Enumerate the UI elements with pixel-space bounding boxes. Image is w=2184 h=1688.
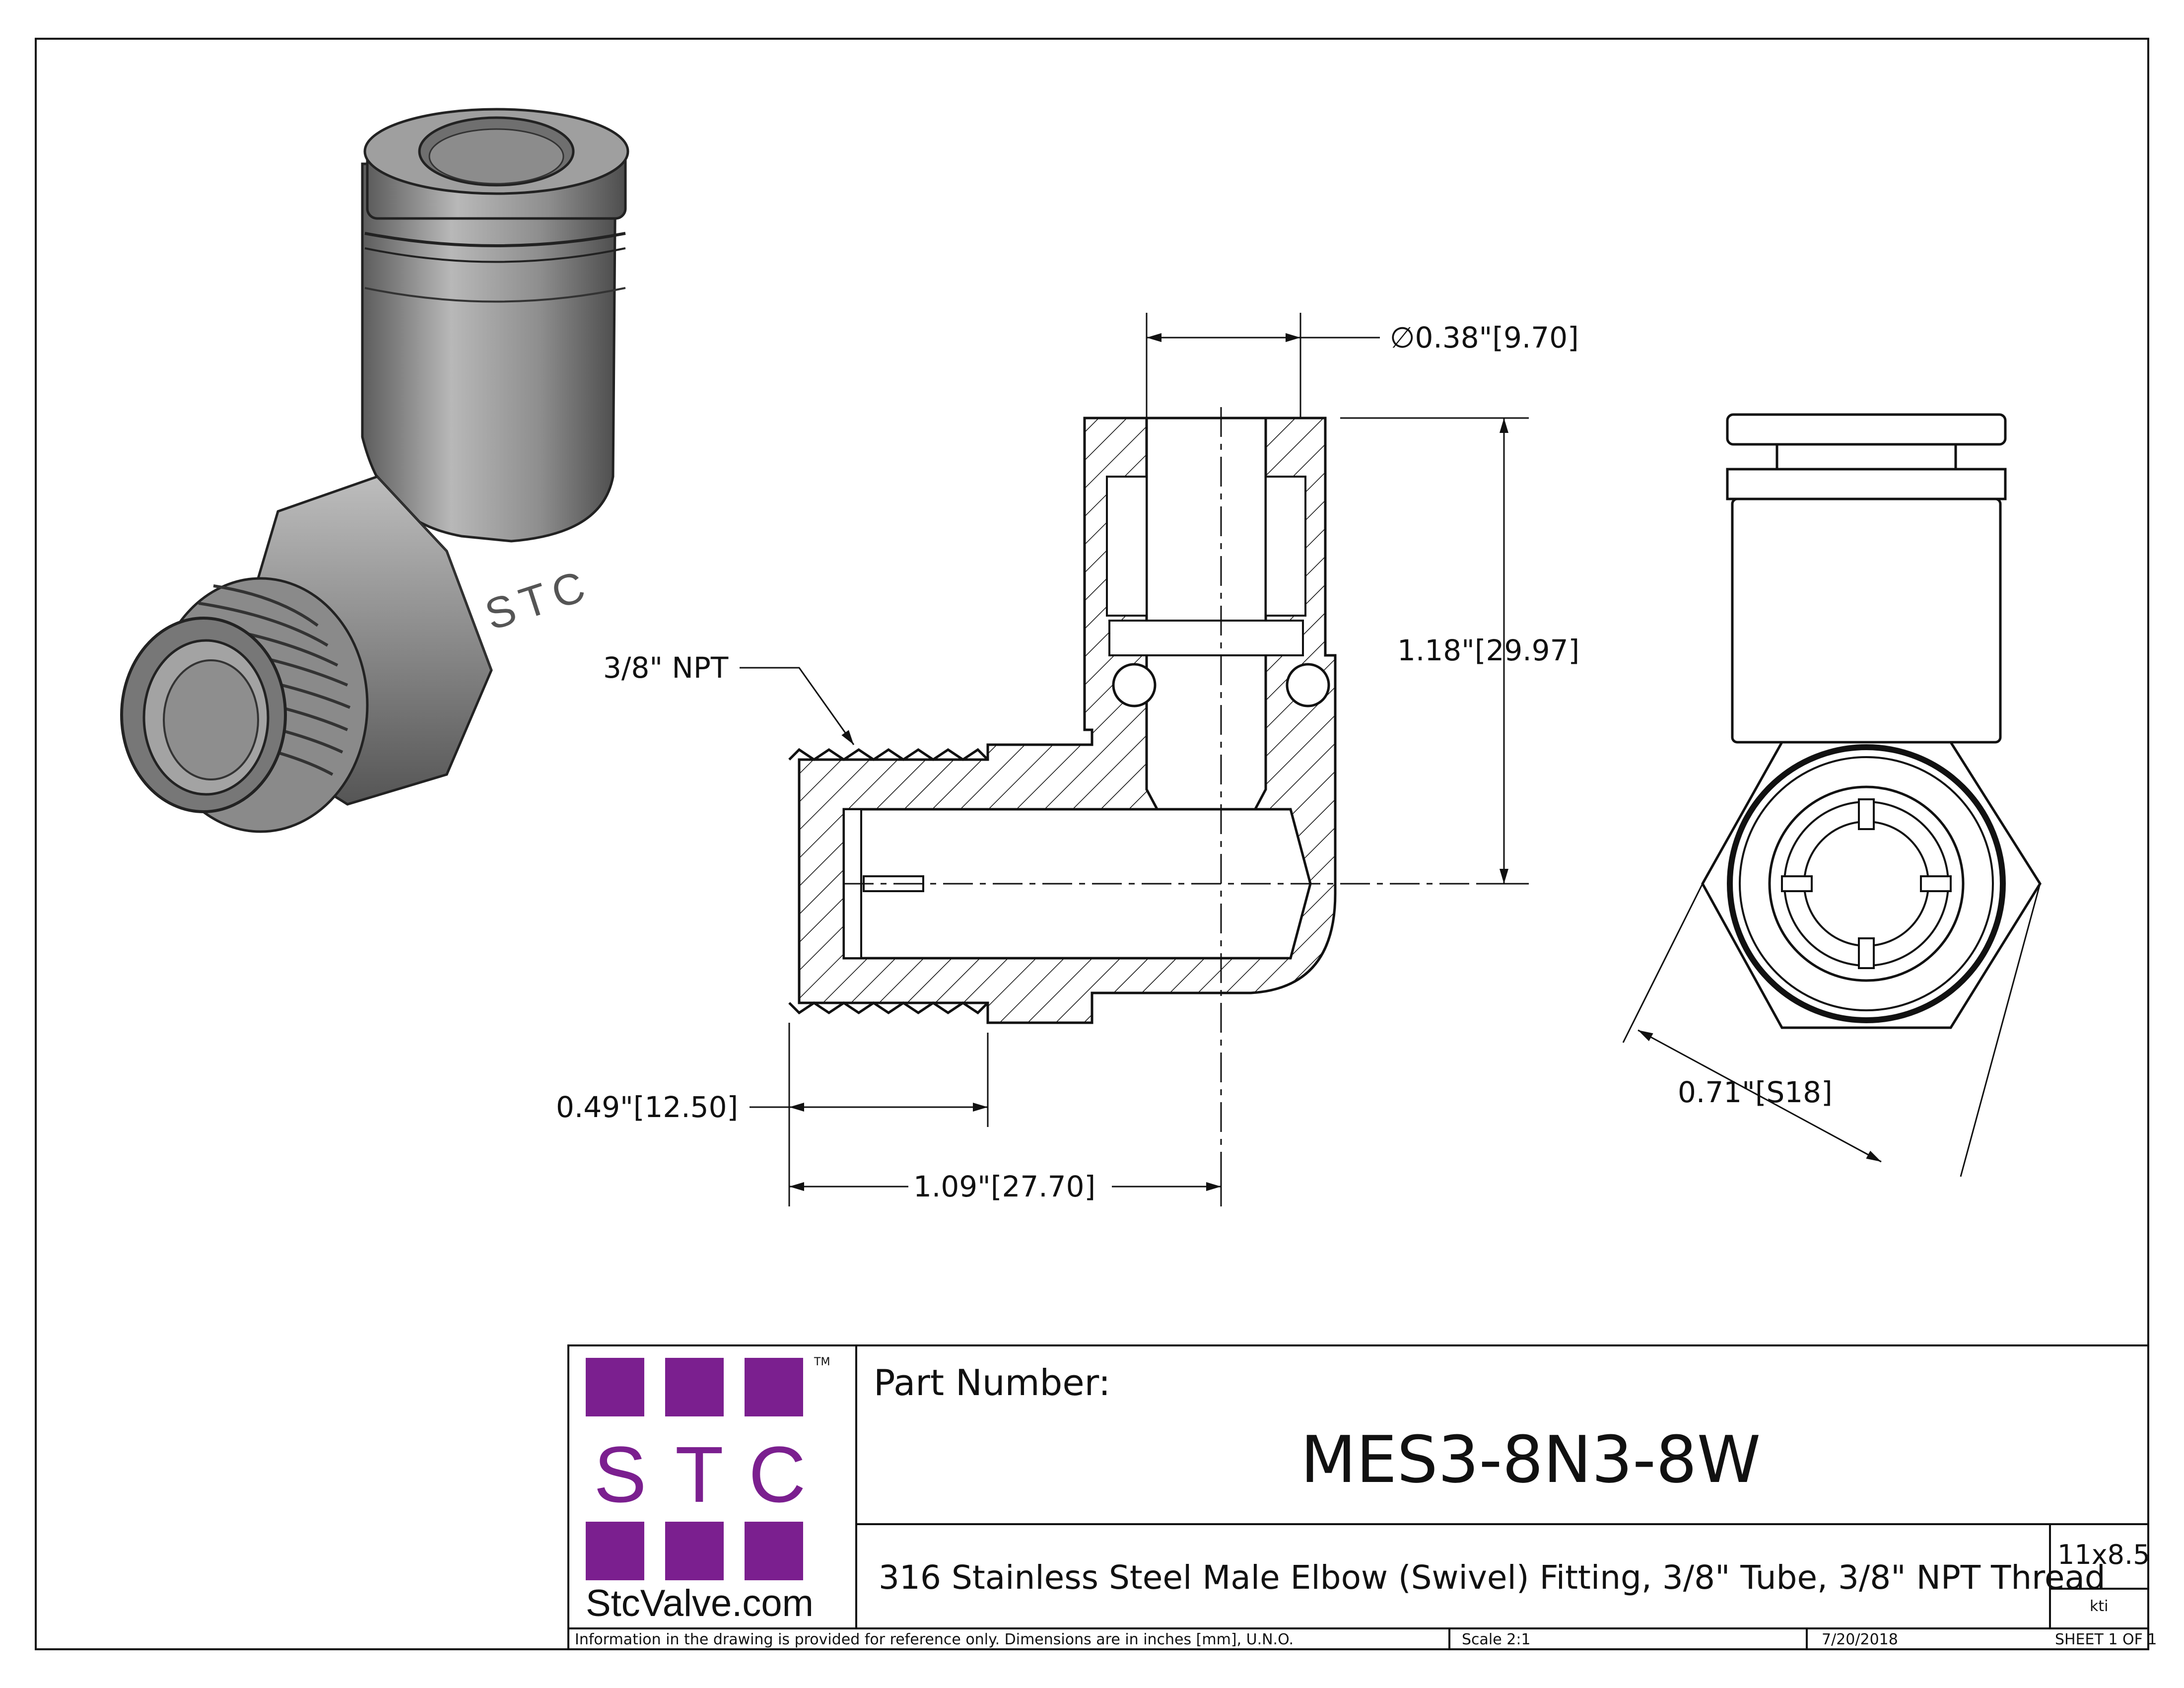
stc-logo: S T C TM StcValve.com <box>586 1356 830 1624</box>
dim-height: 1.18"[29.97] <box>1397 633 1579 667</box>
logo-trademark: TM <box>814 1356 830 1368</box>
part-number-label: Part Number: <box>874 1362 1110 1404</box>
reference-note: Information in the drawing is provided f… <box>575 1631 1294 1648</box>
logo-letter-t: T <box>675 1430 724 1519</box>
side-view <box>1701 413 2042 1029</box>
dimension-lines <box>740 313 2041 1206</box>
svg-text:STC: STC <box>479 560 597 640</box>
sheet-number: SHEET 1 OF 1 <box>2055 1631 2157 1648</box>
dim-overall-length: 1.09"[27.70] <box>913 1170 1095 1203</box>
logo-letter-c: C <box>749 1430 806 1519</box>
section-view <box>788 407 1479 1201</box>
drawing-scale: Scale 2:1 <box>1462 1631 1531 1648</box>
dim-hex: 0.71"[S18] <box>1678 1075 1833 1109</box>
part-number: MES3-8N3-8W <box>1300 1422 1761 1497</box>
drawn-by: kti <box>2090 1598 2108 1615</box>
logo-letter-s: S <box>594 1430 647 1519</box>
sheet-size: 11x8.5 <box>2057 1539 2150 1570</box>
dim-thread: 3/8" NPT <box>603 651 729 685</box>
logo-url: StcValve.com <box>586 1582 814 1624</box>
drawing-date: 7/20/2018 <box>1822 1631 1898 1648</box>
part-description: 316 Stainless Steel Male Elbow (Swivel) … <box>879 1558 2106 1597</box>
dim-thread-length: 0.49"[12.50] <box>556 1090 738 1124</box>
isometric-view: STC <box>120 108 629 833</box>
title-block <box>567 1344 2149 1650</box>
dim-tube-od: ∅0.38"[9.70] <box>1390 321 1579 354</box>
